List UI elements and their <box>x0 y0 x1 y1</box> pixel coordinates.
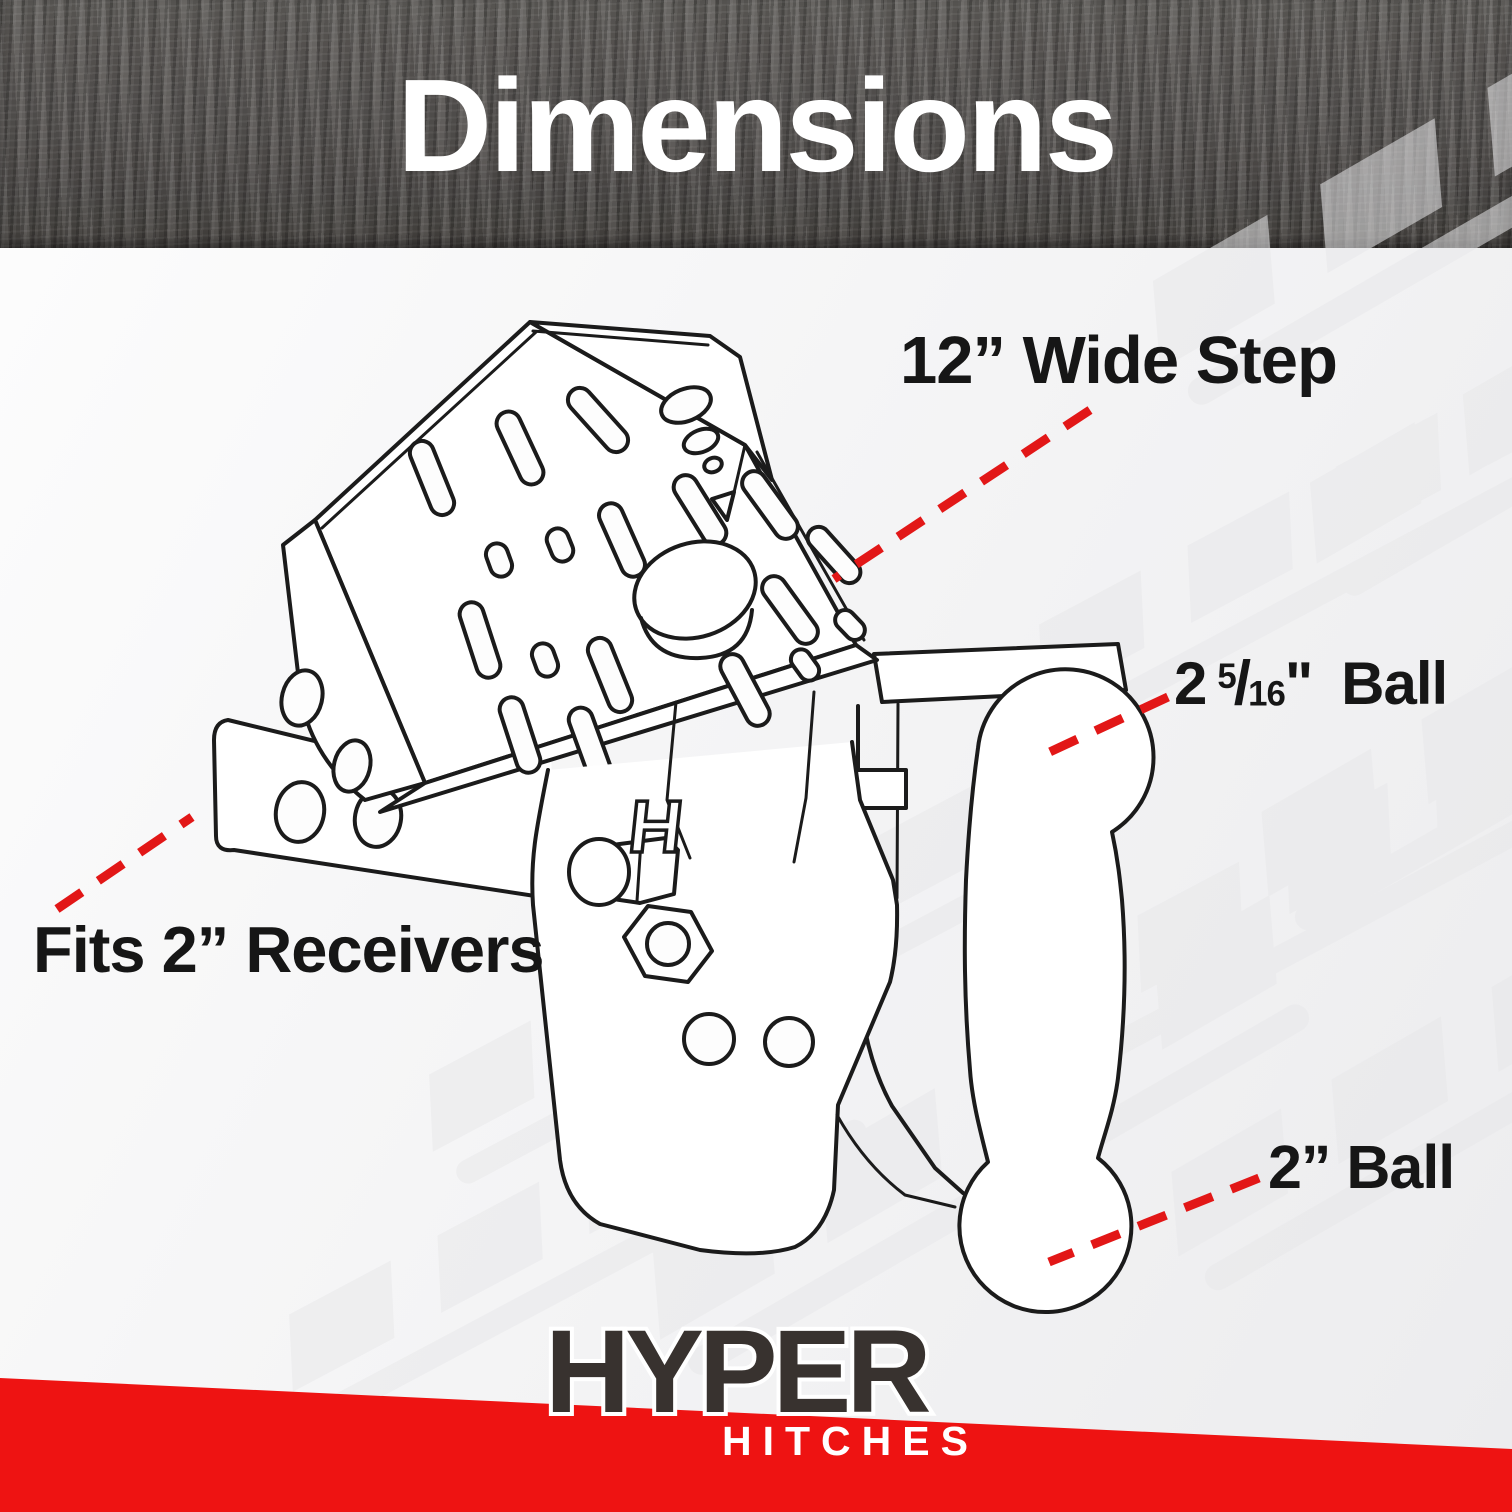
leader-line-wide-step <box>831 406 1093 583</box>
brand-wordmark-top: HYPER <box>545 1306 929 1438</box>
label-big-ball: 2 5/16" Ball <box>1174 648 1448 719</box>
h-brand-mark: H <box>625 785 687 868</box>
big-ball-frac-denominator: 16 <box>1248 674 1286 714</box>
big-ball-unit: " <box>1284 650 1328 717</box>
footer-band <box>0 1378 1512 1512</box>
label-small-ball: 2” Ball <box>1268 1133 1455 1201</box>
bracket-hole <box>763 1016 815 1068</box>
perforation-slots <box>407 385 867 785</box>
label-receivers: Fits 2” Receivers <box>33 913 545 986</box>
step-pad-knob <box>632 539 758 661</box>
mounting-bracket: H <box>530 690 957 1256</box>
header-band: Dimensions <box>0 0 1512 248</box>
step-plate <box>279 320 879 814</box>
leader-line-small-ball <box>1047 1173 1261 1267</box>
back-flange <box>528 320 774 482</box>
big-ball-whole: 2 <box>1174 650 1207 717</box>
hex-bolt <box>567 836 680 907</box>
fold-notch <box>710 490 736 522</box>
leader-line-big-ball <box>1039 692 1170 761</box>
page-title: Dimensions <box>396 52 1118 199</box>
dual-ball-shank <box>957 667 1156 1315</box>
big-ball-frac-numerator: 5 <box>1217 657 1236 696</box>
leader-line-receivers <box>54 813 195 913</box>
big-ball-frac-slash: / <box>1233 649 1251 718</box>
leader-lines <box>54 406 1261 1267</box>
ball-mount <box>957 667 1156 1315</box>
footer: HYPER HITCHES <box>0 1302 1512 1512</box>
bracket-hole <box>682 1012 736 1066</box>
hitch-pin-hole <box>273 780 327 844</box>
brand-wordmark-bottom: HITCHES <box>722 1418 979 1464</box>
label-wide-step: 12” Wide Step <box>900 323 1338 398</box>
hex-nut <box>622 904 714 984</box>
big-ball-word: Ball <box>1341 650 1448 717</box>
